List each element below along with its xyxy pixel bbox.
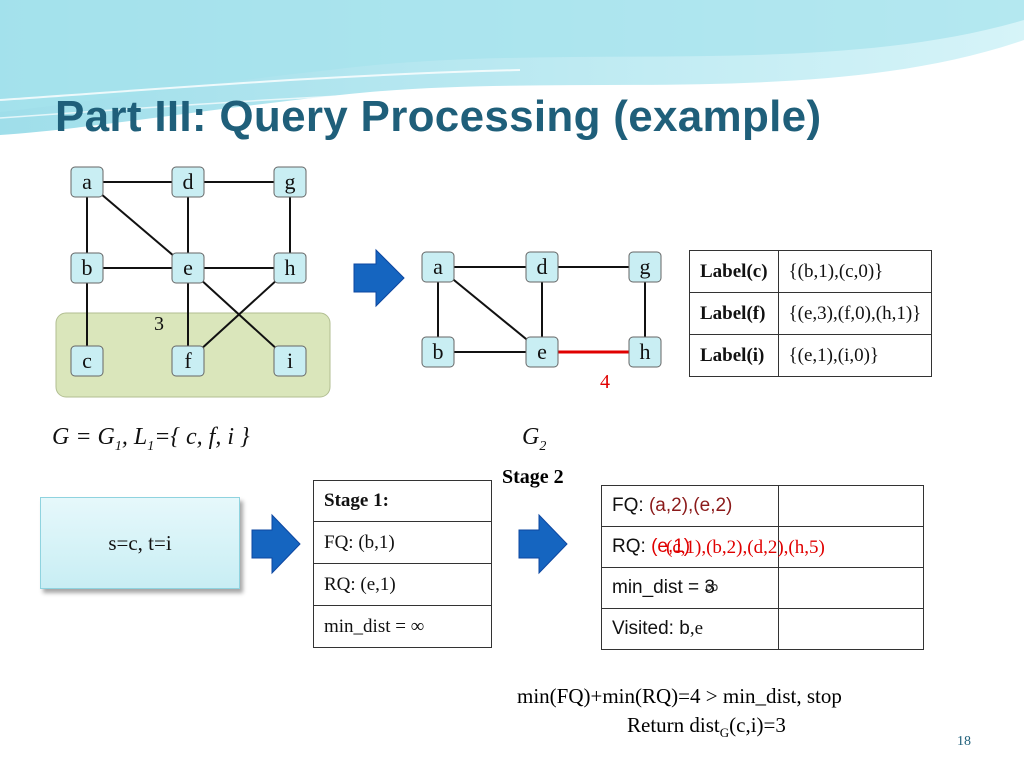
node-h: h (273, 252, 307, 284)
stage1-table: Stage 1: FQ: (b,1) RQ: (e,1) min_dist = … (313, 480, 492, 648)
arrow-right-icon (251, 513, 301, 575)
node-d: d (171, 166, 205, 198)
edge-a-e (86, 181, 189, 269)
node-label: i (287, 348, 293, 373)
node-a: a (421, 251, 455, 283)
label-value: {(b,1),(c,0)} (777, 250, 933, 293)
table-row: Visited: b,e (601, 608, 779, 650)
table-row: Label(i) {(e,1),(i,0)} (689, 334, 933, 377)
table-row: Label(c) {(b,1),(c,0)} (689, 250, 933, 293)
node-e: e (525, 336, 559, 368)
node-label: c (82, 348, 92, 373)
label-value: {(e,3),(f,0),(h,1)} (777, 292, 933, 335)
node-label: e (537, 339, 547, 364)
node-f: f (171, 345, 205, 377)
labels-table: Label(c) {(b,1),(c,0)} Label(f) {(e,3),(… (689, 250, 933, 377)
stage2-visited: Visited: b,e (601, 608, 779, 650)
graph-g2: 4 a d g b e h (421, 251, 662, 393)
g2-caption: G2 (522, 424, 547, 454)
g1-caption: G = G1, L1={ c, f, i } (52, 424, 250, 454)
node-label: d (537, 254, 548, 279)
node-label: g (285, 169, 296, 194)
rq-overlay-text: (c,1),(b,2),(d,2),(h,5) (666, 537, 825, 558)
node-g: g (273, 166, 307, 198)
label-value: {(e,1),(i,0)} (777, 334, 933, 377)
stop-condition-text: min(FQ)+min(RQ)=4 > min_dist, stop (517, 684, 842, 708)
stage2-fq: FQ: (a,2),(e,2) (601, 485, 779, 527)
edge-a-e (437, 266, 543, 353)
node-a: a (70, 166, 104, 198)
node-d: d (525, 251, 559, 283)
table-row: Stage 1: (313, 480, 492, 522)
slide-title: Part III: Query Processing (example) (55, 92, 822, 141)
node-label: a (433, 254, 443, 279)
arrow-right-icon (353, 248, 405, 308)
table-row: min_dist = 3∞ (601, 567, 779, 609)
node-label: h (285, 255, 296, 280)
return-text: Return distG(c,i)=3 (627, 713, 786, 741)
node-label: b (433, 339, 444, 364)
red-edge-weight: 4 (600, 371, 610, 393)
node-e: e (171, 252, 205, 284)
stage1-fq: FQ: (b,1) (313, 521, 492, 564)
label-key: Label(i) (689, 334, 779, 377)
node-b: b (70, 252, 104, 284)
node-g: g (628, 251, 662, 283)
arrow-right-icon (518, 513, 568, 575)
graph-g1: 3 a d g b e h c f i (55, 166, 331, 398)
label-key: Label(f) (689, 292, 779, 335)
node-h: h (628, 336, 662, 368)
table-row: FQ: (b,1) (313, 521, 492, 564)
node-i: i (273, 345, 307, 377)
stage2-min-dist: min_dist = 3∞ (601, 567, 779, 609)
node-label: b (82, 255, 93, 280)
query-box: s=c, t=i (40, 497, 240, 589)
node-label: d (183, 169, 194, 194)
edge-weight-label: 3 (154, 313, 164, 335)
label-key: Label(c) (689, 250, 779, 293)
node-label: f (184, 348, 192, 373)
node-label: e (183, 255, 193, 280)
stage2-title: Stage 2 (502, 466, 564, 488)
stage1-rq: RQ: (e,1) (313, 563, 492, 606)
table-row: min_dist = ∞ (313, 605, 492, 648)
edge-h-f (187, 267, 291, 362)
table-row: RQ: (e,1) (313, 563, 492, 606)
node-label: g (640, 254, 651, 279)
node-b: b (421, 336, 455, 368)
table-row: Label(f) {(e,3),(f,0),(h,1)} (689, 292, 933, 335)
page-number: 18 (957, 734, 971, 749)
node-c: c (70, 345, 104, 377)
stage1-min-dist: min_dist = ∞ (313, 605, 492, 648)
table-row: FQ: (a,2),(e,2) (601, 485, 779, 527)
node-label: h (640, 339, 651, 364)
node-label: a (82, 169, 92, 194)
stage2-table: FQ: (a,2),(e,2) RQ: (e,1) min_dist = 3∞ … (601, 485, 779, 650)
stage1-header: Stage 1: (313, 480, 492, 522)
